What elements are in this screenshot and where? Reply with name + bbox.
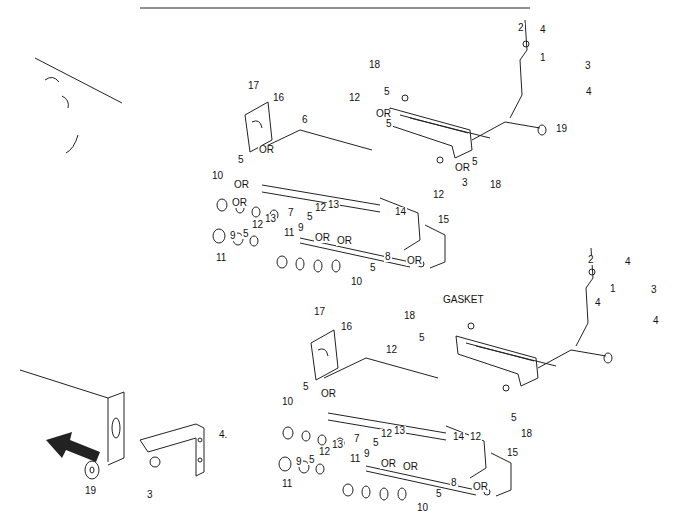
- callout-number: 6: [301, 115, 309, 125]
- callout-number: 9: [295, 457, 303, 467]
- callout-number: 18: [368, 60, 381, 70]
- callout-number: 9: [297, 223, 305, 233]
- callout-number: 2: [517, 23, 525, 33]
- callout-number: 2: [587, 255, 595, 265]
- callout-number: 12: [432, 190, 445, 200]
- callout-number: 18: [520, 429, 533, 439]
- callout-number: OR: [314, 233, 331, 243]
- callout-number: 11: [283, 228, 295, 238]
- callout-number: 5: [237, 155, 245, 165]
- callout-number: 9: [229, 231, 237, 241]
- callout-number: 5: [471, 157, 479, 167]
- callout-number: 5: [418, 333, 426, 343]
- callout-number: OR: [258, 145, 275, 155]
- callout-number: 19: [84, 486, 97, 496]
- callout-number: 17: [313, 307, 326, 317]
- callout-number: OR: [406, 256, 423, 266]
- callout-number: 13: [331, 440, 344, 450]
- callout-number: 5: [372, 438, 380, 448]
- callout-number: 8: [450, 478, 458, 488]
- callout-number: 12: [251, 220, 264, 230]
- callout-number: OR: [402, 462, 419, 472]
- callout-number: 3: [146, 490, 154, 500]
- callout-number: 1: [609, 284, 617, 294]
- callout-number: 14: [452, 432, 465, 442]
- callout-number: 5: [302, 382, 310, 392]
- callout-number: 5: [306, 212, 314, 222]
- callout-number: 18: [403, 311, 416, 321]
- callout-number: 17: [247, 81, 260, 91]
- callout-number: 12: [348, 93, 361, 103]
- callout-number: 3: [461, 178, 469, 188]
- callout-number: 5: [369, 263, 377, 273]
- callout-number: 4.: [218, 430, 228, 440]
- callout-number: OR: [472, 482, 489, 492]
- callout-number: 3: [650, 285, 658, 295]
- callout-number: 11: [281, 479, 293, 489]
- callout-number: 13: [327, 200, 340, 210]
- callout-number: OR: [380, 459, 397, 469]
- callout-number: 10: [281, 397, 294, 407]
- callout-number: 16: [340, 322, 353, 332]
- callout-number: OR: [231, 198, 248, 208]
- callout-number: 18: [489, 180, 502, 190]
- callout-number: 8: [384, 252, 392, 262]
- callout-number: 5: [242, 229, 250, 239]
- callout-number: 7: [353, 434, 361, 444]
- callout-number: 12: [380, 429, 393, 439]
- callout-number: 4: [585, 87, 593, 97]
- callout-number: 12: [318, 447, 331, 457]
- callout-number: 4: [652, 316, 660, 326]
- callout-number: 4: [624, 257, 632, 267]
- callout-number: OR: [336, 236, 353, 246]
- callout-number: 16: [272, 93, 285, 103]
- callout-number: 19: [555, 124, 568, 134]
- callout-number: 5: [385, 119, 393, 129]
- callout-number: 7: [287, 208, 295, 218]
- callout-number: 3: [584, 61, 592, 71]
- callout-number: OR: [320, 389, 337, 399]
- callout-number: 12: [385, 345, 398, 355]
- callout-number: 4: [539, 25, 547, 35]
- callout-number: 12: [314, 203, 327, 213]
- callout-number: OR: [454, 163, 471, 173]
- callout-number: 1: [539, 53, 547, 63]
- callout-number: 11: [215, 253, 227, 263]
- callout-number: OR: [233, 180, 250, 190]
- callout-number: 14: [394, 207, 407, 217]
- callout-number: 5: [510, 413, 518, 423]
- callout-number: 13: [393, 426, 406, 436]
- callout-number: 13: [264, 214, 277, 224]
- callout-number: 9: [363, 449, 371, 459]
- callout-number: 5: [308, 455, 316, 465]
- callout-number: 15: [506, 448, 519, 458]
- callout-number: 10: [211, 171, 224, 181]
- callout-number: 5: [435, 489, 443, 499]
- callout-number: 4: [594, 298, 602, 308]
- callout-number: 10: [416, 503, 429, 513]
- callout-number: 11: [349, 454, 361, 464]
- callout-number: 10: [350, 277, 363, 287]
- callout-number: GASKET: [442, 295, 485, 305]
- callout-number: 5: [383, 87, 391, 97]
- callout-number: 12: [469, 432, 482, 442]
- callout-number: 15: [437, 215, 450, 225]
- callout-number: OR: [375, 109, 392, 119]
